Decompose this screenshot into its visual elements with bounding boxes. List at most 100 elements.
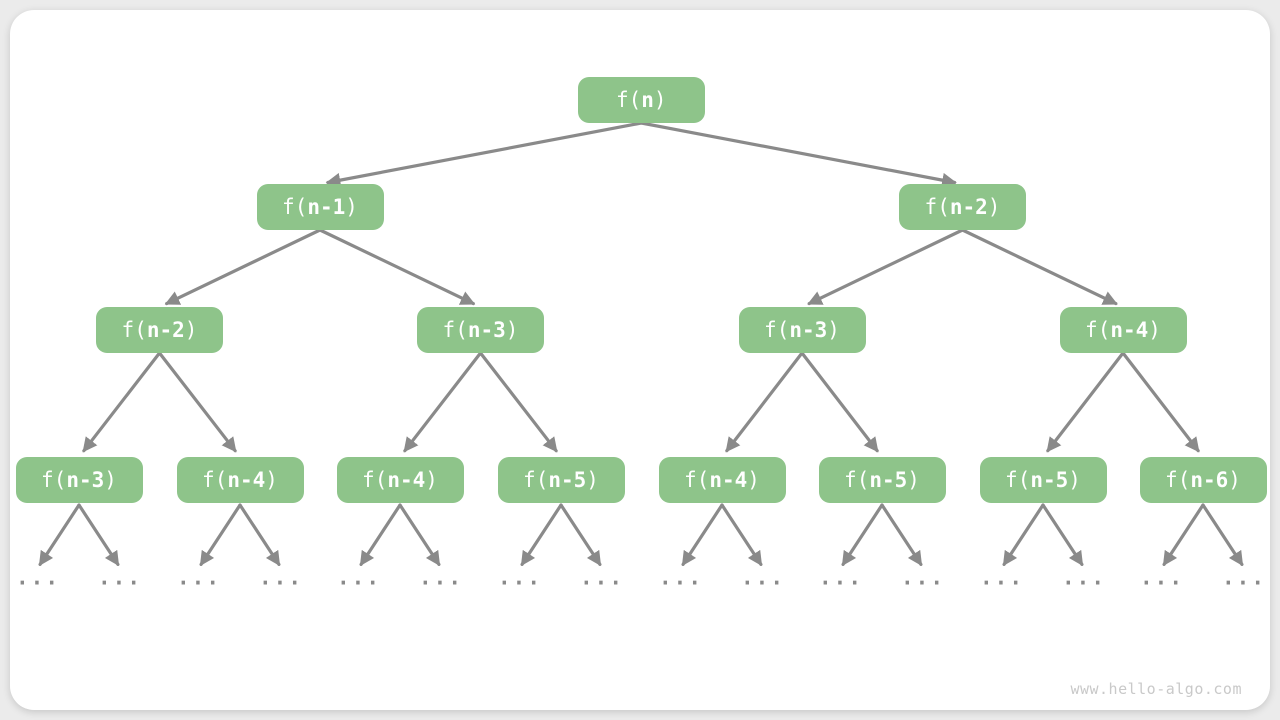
edge-arrow xyxy=(1201,503,1244,567)
node-label-prefix: f( xyxy=(615,87,642,112)
node-label-suffix: ) xyxy=(505,317,519,342)
edge-arrow xyxy=(639,121,957,188)
node-label-prefix: f( xyxy=(1085,317,1111,342)
node-label-arg: n-2 xyxy=(949,194,988,219)
node-label-suffix: ) xyxy=(1148,317,1161,342)
node-label-suffix: ) xyxy=(1228,467,1241,492)
node-label-prefix: f( xyxy=(202,467,228,492)
ellipsis: ... xyxy=(259,565,303,590)
node-label-suffix: ) xyxy=(987,194,1001,219)
node-label-prefix: f( xyxy=(442,317,468,342)
ellipsis: ... xyxy=(901,565,945,590)
node-label-arg: n-1 xyxy=(307,194,346,219)
node-label-suffix: ) xyxy=(1068,467,1081,492)
edge-arrow xyxy=(157,351,237,453)
node-label-suffix: ) xyxy=(184,317,198,342)
node-label-prefix: f( xyxy=(523,467,549,492)
ellipsis: ... xyxy=(1222,565,1266,590)
tree-node-l3-4: f(n-4) xyxy=(1059,307,1187,353)
edge-arrow xyxy=(403,351,483,453)
ellipsis: ... xyxy=(98,565,142,590)
tree-node-l4-4: f(n-5) xyxy=(497,457,625,503)
node-label-arg: n-4 xyxy=(709,467,748,492)
edge-arrow xyxy=(720,503,763,567)
node-label-arg: n xyxy=(641,87,654,112)
tree-node-l4-8: f(n-6) xyxy=(1139,457,1267,503)
node-label-prefix: f( xyxy=(1005,467,1031,492)
node-label-arg: n-5 xyxy=(1030,467,1069,492)
node-label-prefix: f( xyxy=(1165,467,1191,492)
edge-arrow xyxy=(960,228,1118,306)
node-label-arg: n-4 xyxy=(1110,317,1149,342)
ellipsis: ... xyxy=(580,565,624,590)
edge-arrow xyxy=(164,228,322,306)
edge-arrow xyxy=(1041,503,1084,567)
edge-arrow xyxy=(880,503,923,567)
node-label-arg: n-5 xyxy=(548,467,587,492)
node-label-prefix: f( xyxy=(121,317,147,342)
edge-arrow xyxy=(1046,351,1125,453)
node-label-prefix: f( xyxy=(924,194,950,219)
node-label-arg: n-6 xyxy=(1190,467,1229,492)
node-label-suffix: ) xyxy=(425,467,438,492)
node-label-suffix: ) xyxy=(747,467,760,492)
edge-arrow xyxy=(199,503,242,567)
tree-node-l2-2: f(n-2) xyxy=(899,184,1026,230)
edge-arrow xyxy=(800,351,879,453)
ellipsis: ... xyxy=(419,565,463,590)
node-label-prefix: f( xyxy=(764,317,790,342)
node-label-arg: n-5 xyxy=(869,467,908,492)
node-label-arg: n-4 xyxy=(387,467,426,492)
node-label-suffix: ) xyxy=(827,317,840,342)
ellipsis: ... xyxy=(819,565,863,590)
node-label-suffix: ) xyxy=(104,467,117,492)
node-label-suffix: ) xyxy=(653,87,667,112)
ellipsis: ... xyxy=(177,565,221,590)
ellipsis: ... xyxy=(498,565,542,590)
node-label-prefix: f( xyxy=(41,467,67,492)
node-label-suffix: ) xyxy=(586,467,599,492)
tree-node-l1-1: f(n) xyxy=(577,77,705,123)
ellipsis: ... xyxy=(1062,565,1106,590)
edge-arrow xyxy=(725,351,804,453)
edge-arrow xyxy=(398,503,441,567)
node-label-suffix: ) xyxy=(345,194,358,219)
node-label-prefix: f( xyxy=(362,467,388,492)
edge-arrow xyxy=(82,351,162,453)
ellipsis: ... xyxy=(337,565,381,590)
tree-node-l4-1: f(n-3) xyxy=(15,457,143,503)
ellipsis: ... xyxy=(1140,565,1184,590)
edge-arrow xyxy=(807,228,965,306)
ellipsis: ... xyxy=(16,565,60,590)
node-label-arg: n-3 xyxy=(467,317,506,342)
edge-arrow xyxy=(841,503,884,567)
tree-node-l3-3: f(n-3) xyxy=(738,307,866,353)
tree-node-l4-2: f(n-4) xyxy=(176,457,304,503)
edge-arrow xyxy=(1162,503,1205,567)
ellipsis: ... xyxy=(741,565,785,590)
edge-arrow xyxy=(77,503,120,567)
tree-node-l3-2: f(n-3) xyxy=(417,307,544,353)
tree-node-l4-7: f(n-5) xyxy=(979,457,1107,503)
node-label-prefix: f( xyxy=(844,467,870,492)
ellipsis: ... xyxy=(980,565,1024,590)
edge-arrow xyxy=(359,503,402,567)
edge-arrow xyxy=(1121,351,1200,453)
edge-arrow xyxy=(520,503,563,567)
edge-arrow xyxy=(318,228,476,306)
node-label-suffix: ) xyxy=(265,467,278,492)
ellipsis: ... xyxy=(659,565,703,590)
node-label-arg: n-4 xyxy=(227,467,266,492)
edge-arrow xyxy=(325,121,643,188)
tree-node-l4-3: f(n-4) xyxy=(336,457,464,503)
edge-arrow xyxy=(238,503,281,567)
node-label-arg: n-2 xyxy=(146,317,185,342)
node-label-prefix: f( xyxy=(282,194,308,219)
edge-arrow xyxy=(478,351,558,453)
diagram-card xyxy=(10,10,1270,710)
node-label-arg: n-3 xyxy=(66,467,105,492)
edge-arrow xyxy=(559,503,602,567)
tree-node-l2-1: f(n-1) xyxy=(256,184,384,230)
